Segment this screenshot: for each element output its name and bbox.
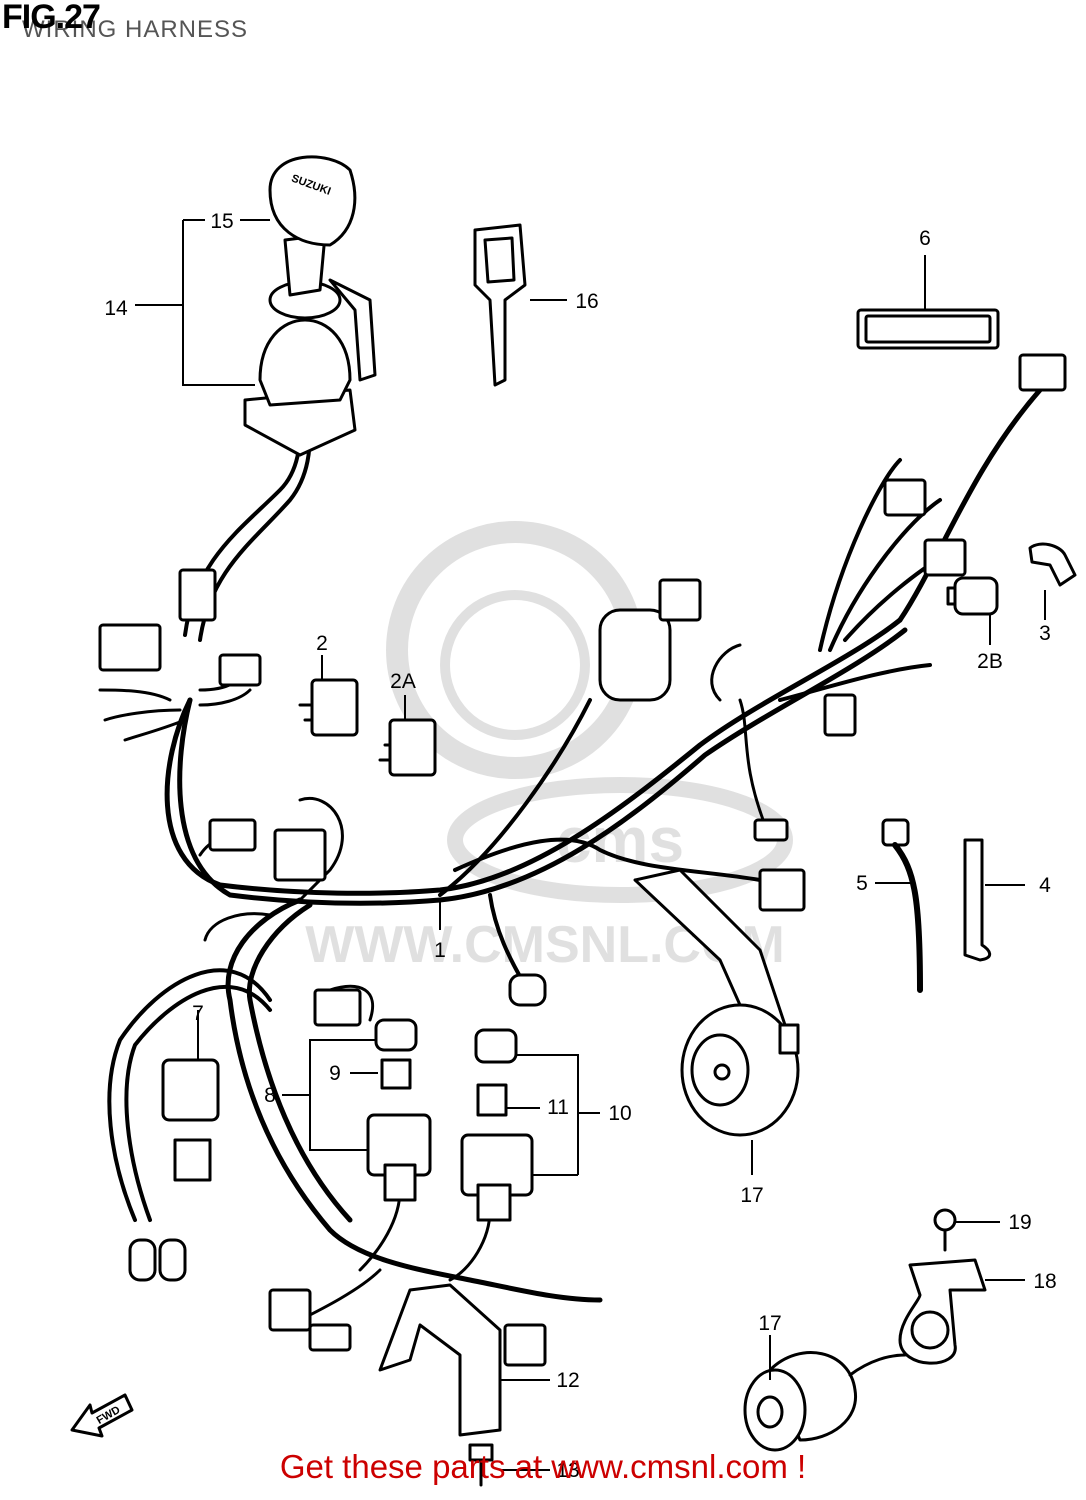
label-2b: 2B — [977, 650, 1003, 673]
reflector-strip — [856, 308, 1000, 350]
label-15: 15 — [210, 210, 233, 233]
cable-clamp-4 — [963, 838, 992, 962]
label-8: 8 — [264, 1084, 276, 1107]
figure-header: WIRING HARNESS FIG.27 — [0, 0, 1086, 48]
bolt-13 — [468, 1443, 494, 1487]
bracket-12 — [378, 1283, 502, 1437]
footer: Get these parts at www.cmsnl.com ! — [0, 1448, 1086, 1500]
ignition-switch — [243, 233, 377, 457]
relay-2a — [378, 718, 437, 777]
label-16: 16 — [575, 290, 598, 313]
footer-link[interactable]: Get these parts at www.cmsnl.com ! — [279, 1448, 807, 1485]
label-2a: 2A — [390, 670, 416, 693]
label-6: 6 — [919, 227, 931, 250]
bracket-18 — [898, 1258, 987, 1365]
bolt-19 — [933, 1208, 957, 1252]
label-12: 12 — [556, 1369, 579, 1392]
label-17-upper: 17 — [740, 1184, 763, 1207]
socket-17-lower — [743, 1351, 907, 1452]
label-18: 18 — [1033, 1270, 1056, 1293]
ignition-switch-cap — [268, 155, 357, 247]
fuse-9 — [374, 1018, 418, 1090]
label-13: 13 — [556, 1459, 579, 1482]
connector-10 — [460, 1133, 534, 1222]
watermark: cms WWW.CMSNL.COM — [305, 521, 793, 974]
label-2: 2 — [316, 632, 328, 655]
connector-8 — [366, 1113, 432, 1202]
fwd-arrow-icon: FWD — [70, 1393, 134, 1438]
relay-7 — [161, 1058, 220, 1182]
callouts — [135, 219, 1046, 1471]
cable-tie-5 — [881, 818, 923, 993]
label-11: 11 — [547, 1096, 569, 1119]
label-3: 3 — [1039, 622, 1051, 645]
figure-subtitle: WIRING HARNESS — [22, 16, 249, 43]
label-19: 19 — [1008, 1211, 1031, 1234]
label-17-lower: 17 — [758, 1312, 781, 1335]
relay-2 — [298, 678, 359, 737]
socket-2b — [946, 576, 999, 616]
watermark-mascot-face — [440, 590, 590, 740]
callout-labels: 1 2 2A 2B 3 4 5 6 7 8 9 10 11 12 13 14 1… — [104, 210, 1056, 1482]
label-10: 10 — [608, 1102, 631, 1125]
figure-title: FIG.27 — [2, 0, 101, 36]
clamp-3 — [1028, 542, 1077, 587]
ignition-key — [473, 223, 527, 387]
label-14: 14 — [104, 297, 128, 320]
horn — [633, 868, 800, 1137]
fuse-11 — [474, 1028, 518, 1117]
label-4: 4 — [1039, 874, 1051, 897]
harness-connectors — [98, 353, 1067, 1367]
label-1: 1 — [434, 939, 446, 962]
label-9: 9 — [329, 1062, 341, 1085]
label-7: 7 — [192, 1002, 204, 1025]
label-5: 5 — [856, 872, 868, 895]
